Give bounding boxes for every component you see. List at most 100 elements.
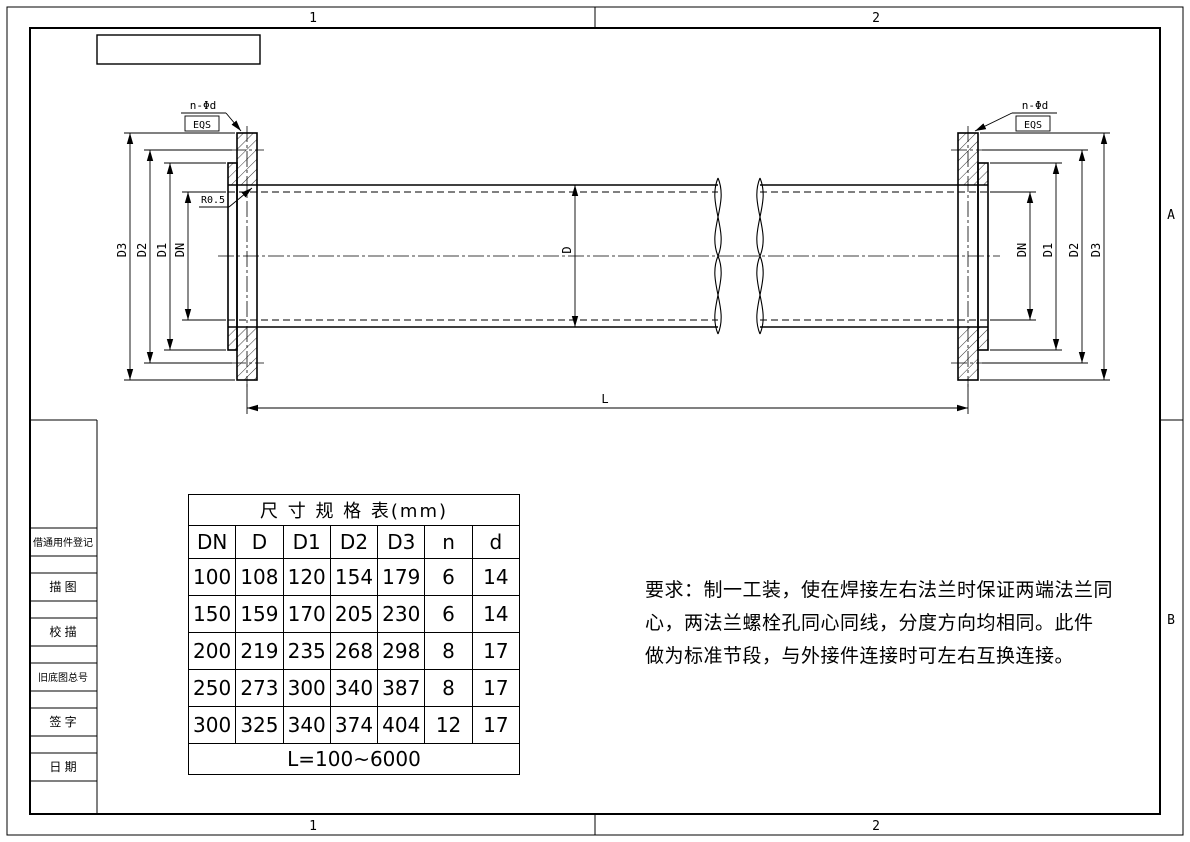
cell: 8 (424, 632, 473, 670)
title-block-sidebar (30, 419, 98, 814)
zone-bottom-2: 2 (872, 819, 880, 834)
spec-table: 尺 寸 规 格 表(mm) DN D D1 D2 D3 n d 100 108 … (187, 494, 521, 775)
requirements-line-1: 要求：制一工装，使在焊接左右法兰时保证两端法兰同 (645, 580, 1114, 601)
hole-note-right: n-Φd (1022, 99, 1049, 112)
dimension-lines (126, 133, 1108, 412)
eqs-note-left: EQS (193, 120, 211, 131)
sidebar-label-common-parts: 借通用件登记 (33, 536, 93, 549)
fillet-radius-callout: R0.5 (199, 187, 253, 208)
cell: 273 (235, 669, 284, 707)
cell: 404 (377, 706, 426, 744)
centerlines (218, 126, 1000, 387)
cell: 17 (471, 669, 521, 707)
spec-table-footer-row: L=100~6000 (188, 743, 520, 775)
cell: 300 (187, 706, 237, 744)
col-header-d2: D2 (329, 525, 379, 559)
cell: 325 (235, 706, 284, 744)
dim-label-length: L (601, 392, 608, 406)
dim-label-dn-left: DN (173, 243, 187, 257)
cell: 374 (329, 706, 379, 744)
radius-note: R0.5 (201, 195, 225, 206)
cell: 8 (424, 669, 473, 707)
eqs-note-right: EQS (1024, 120, 1042, 131)
sidebar-label-signature: 签 字 (49, 714, 76, 729)
flange-hatching (227, 132, 989, 381)
cell: 340 (329, 669, 379, 707)
zone-top-2: 2 (872, 11, 880, 26)
dim-label-d1-right: D1 (1041, 243, 1055, 257)
sidebar-label-date: 日 期 (49, 760, 76, 774)
col-header-d-small: d (471, 525, 521, 559)
pipe-bore-hidden-lines (228, 191, 988, 321)
col-header-n: n (424, 525, 473, 559)
requirements-note: 要求：制一工装，使在焊接左右法兰时保证两端法兰同 心，两法兰螺栓孔同心同线，分度… (645, 574, 1145, 673)
cell: 6 (424, 595, 473, 633)
zone-top-1: 1 (309, 11, 317, 26)
title-block-labels: 借通用件登记 描 图 校 描 旧底图总号 签 字 日 期 (33, 536, 93, 774)
cell: 230 (377, 595, 426, 633)
zone-right-b: B (1167, 613, 1175, 628)
table-row: 200 219 235 268 298 8 17 (187, 632, 521, 670)
sidebar-label-checked: 校 描 (49, 624, 76, 639)
cell: 268 (329, 632, 379, 670)
cell: 100 (187, 558, 237, 596)
sidebar-label-old-drawing-no: 旧底图总号 (38, 671, 88, 684)
cell: 14 (471, 595, 521, 633)
bolt-hole-callout-left: n-Φd EQS (181, 99, 242, 132)
dim-label-d3-left: D3 (115, 243, 129, 257)
hole-note-left: n-Φd (190, 99, 217, 112)
cell: 200 (187, 632, 237, 670)
cell: 17 (471, 706, 521, 744)
sidebar-label-traced: 描 图 (49, 580, 76, 594)
col-header-d1: D1 (282, 525, 331, 559)
right-flange-raised-face (977, 162, 989, 351)
pipe-break-lines (714, 177, 764, 335)
requirements-line-2: 心，两法兰螺栓孔同心同线，分度方向均相同。此件 (645, 613, 1094, 634)
pipe-body (228, 184, 988, 328)
cell: 170 (282, 595, 331, 633)
spec-table-title: 尺 寸 规 格 表(mm) (188, 494, 520, 526)
zone-bottom-1: 1 (309, 819, 317, 834)
dimension-extension-lines (124, 132, 1110, 414)
col-header-dn: DN (187, 525, 237, 559)
table-row: 250 273 300 340 387 8 17 (187, 669, 521, 707)
requirements-line-3: 做为标准节段，与外接件连接时可左右互换连接。 (645, 646, 1075, 667)
zone-labels: 1 2 1 2 A B (309, 11, 1175, 834)
cell: 235 (282, 632, 331, 670)
col-header-d: D (235, 525, 284, 559)
dim-label-d3-right: D3 (1089, 243, 1103, 257)
cell: 12 (424, 706, 473, 744)
cell: 298 (377, 632, 426, 670)
cell: 205 (329, 595, 379, 633)
cell: 340 (282, 706, 331, 744)
table-row: 150 159 170 205 230 6 14 (187, 595, 521, 633)
dim-label-d1-left: D1 (155, 243, 169, 257)
cell: 300 (282, 669, 331, 707)
dim-label-d2-right: D2 (1067, 243, 1081, 257)
dim-label-d-mid: D (560, 246, 574, 253)
flange-outlines (227, 132, 989, 381)
cell: 120 (282, 558, 331, 596)
col-header-d3: D3 (377, 525, 426, 559)
cell: 14 (471, 558, 521, 596)
dimension-labels: D3 D2 D1 DN D DN D1 D2 D3 L (115, 243, 1103, 406)
bolt-hole-callout-right: n-Φd EQS (974, 99, 1057, 132)
table-row: 300 325 340 374 404 12 17 (187, 706, 521, 744)
left-flange-raised-face (227, 162, 238, 351)
dim-label-dn-right: DN (1015, 243, 1029, 257)
sheet-border (6, 6, 1184, 836)
cell: 250 (187, 669, 237, 707)
cell: 159 (235, 595, 284, 633)
cell: 387 (377, 669, 426, 707)
spec-table-header-row: DN D D1 D2 D3 n d (187, 525, 521, 559)
table-row: 100 108 120 154 179 6 14 (187, 558, 521, 596)
cell: 179 (377, 558, 426, 596)
zone-right-a: A (1167, 208, 1175, 223)
cell: 108 (235, 558, 284, 596)
cell: 17 (471, 632, 521, 670)
cell: 6 (424, 558, 473, 596)
dim-label-d2-left: D2 (135, 243, 149, 257)
length-range: L=100~6000 (188, 743, 520, 775)
